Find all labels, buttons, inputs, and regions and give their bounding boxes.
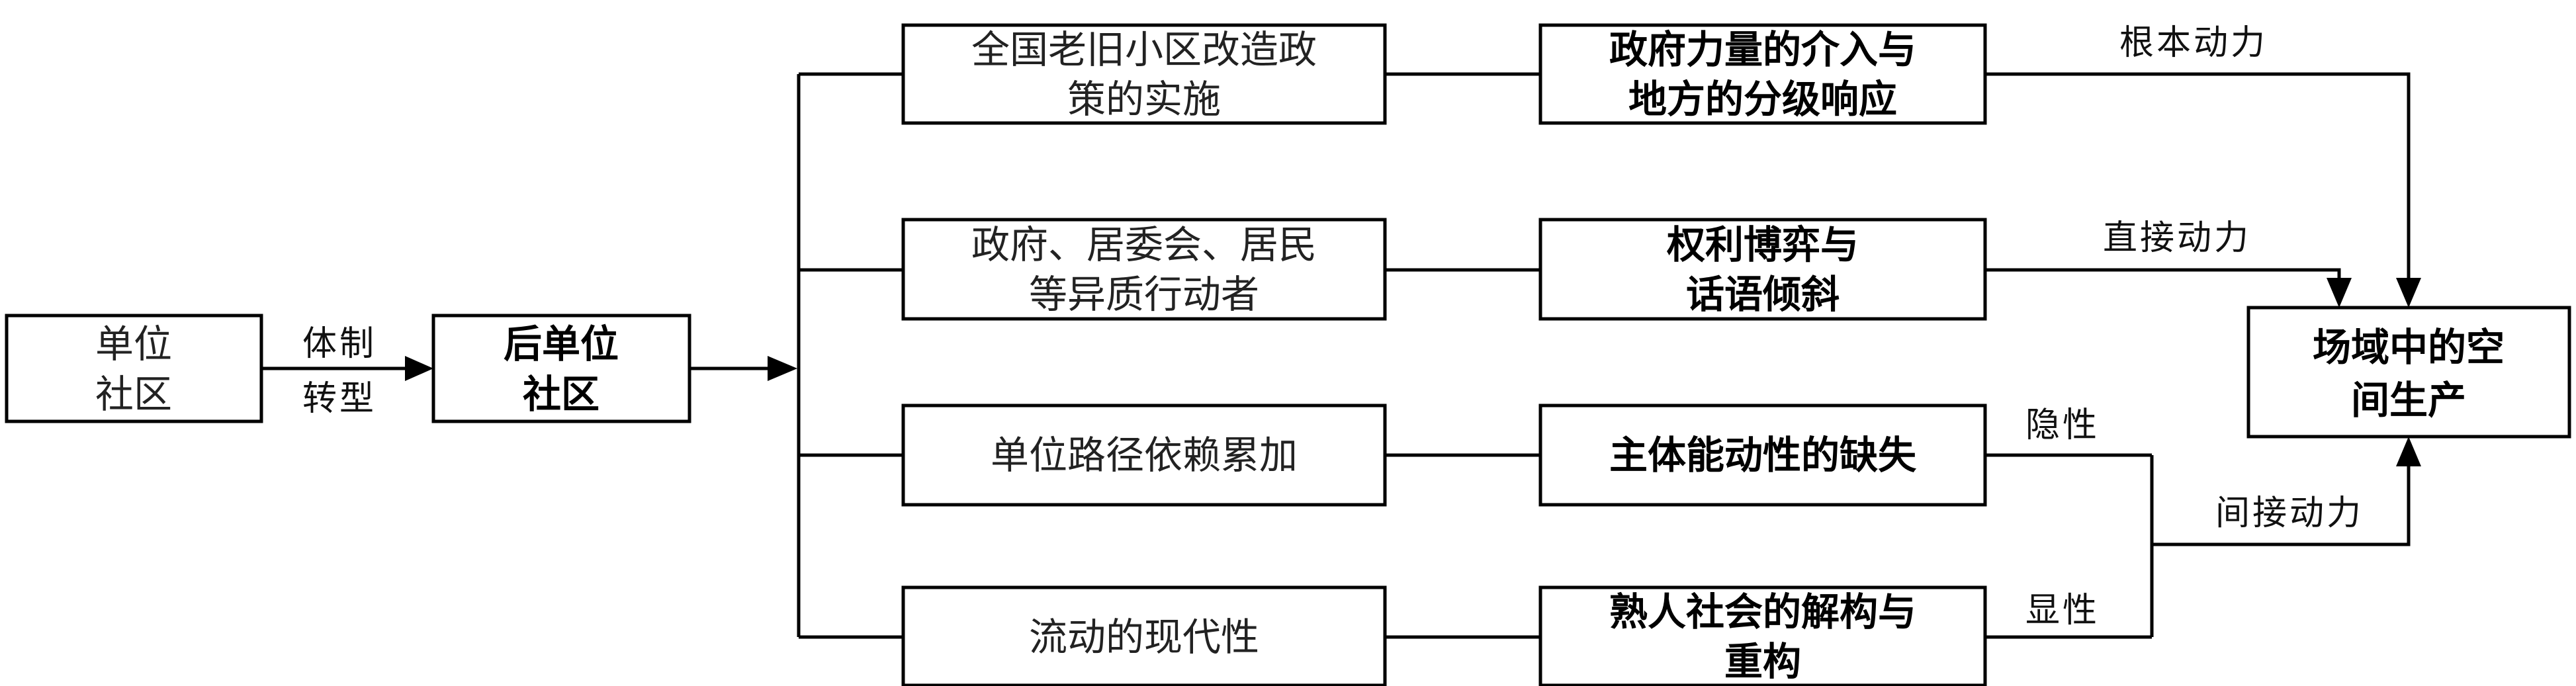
connector-indirect (2152, 466, 2411, 546)
label-implicit: 隐性 (2025, 406, 2100, 445)
node-path-dependence: 单位路径依赖累加 (901, 404, 1387, 507)
node-actors-line2: 等异质行动者 (1029, 272, 1259, 317)
label-explicit: 显性 (2025, 591, 2100, 630)
node-mobile-modernity-line1: 流动的现代性 (1029, 615, 1259, 660)
label-direct-driver: 直接动力 (2103, 218, 2251, 258)
node-gov-intervention: 政府力量的介入与 地方的分级响应 (1538, 23, 1987, 125)
node-acquaintance: 熟人社会的解构与 重构 (1538, 585, 1987, 686)
connector-fundamental (1985, 72, 2411, 278)
node-path-dependence-line1: 单位路径依赖累加 (991, 433, 1298, 478)
node-post-unit-community-line2: 社区 (523, 372, 600, 417)
connectors (261, 72, 2421, 639)
label-indirect-driver: 间接动力 (2215, 493, 2364, 533)
node-policy-line2: 策的实施 (1067, 77, 1221, 122)
node-policy-line1: 全国老旧小区改造政 (971, 27, 1317, 72)
node-power-game: 权利博弈与 话语倾斜 (1538, 218, 1987, 321)
node-acquaintance-line2: 重构 (1724, 639, 1801, 684)
label-transition-line1: 体制 (302, 324, 377, 364)
node-actors-line1: 政府、居委会、居民 (971, 222, 1317, 267)
node-power-game-line1: 权利博弈与 (1666, 222, 1859, 267)
node-unit-community-line2: 社区 (95, 372, 172, 417)
node-mobile-modernity: 流动的现代性 (901, 585, 1387, 686)
node-agency-lack-line1: 主体能动性的缺失 (1609, 433, 1917, 478)
node-policy: 全国老旧小区改造政 策的实施 (901, 23, 1387, 125)
node-space-production-line1: 场域中的空 (2313, 325, 2505, 370)
node-post-unit-community-line1: 后单位 (504, 322, 619, 366)
arrowhead-to-branch (768, 356, 797, 381)
node-acquaintance-line1: 熟人社会的解构与 (1609, 589, 1916, 634)
node-gov-intervention-line2: 地方的分级响应 (1628, 77, 1897, 122)
label-transition-line2: 转型 (302, 379, 377, 419)
node-gov-intervention-line1: 政府力量的介入与 (1609, 27, 1916, 72)
edge-labels: 体制 转型 根本动力 直接动力 隐性 显性 间接动力 (302, 23, 2364, 630)
node-agency-lack: 主体能动性的缺失 (1538, 404, 1987, 507)
node-power-game-line2: 话语倾斜 (1686, 272, 1840, 317)
connector-direct (1985, 268, 2341, 278)
arrowhead-indirect (2396, 437, 2421, 466)
node-unit-community-line1: 单位 (95, 322, 172, 366)
arrowhead-direct (2327, 278, 2352, 308)
node-post-unit-community: 后单位 社区 (431, 314, 691, 423)
arrowhead-transition (405, 356, 433, 381)
node-space-production: 场域中的空 间生产 (2246, 306, 2571, 439)
node-actors: 政府、居委会、居民 等异质行动者 (901, 218, 1387, 321)
node-space-production-line2: 间生产 (2351, 378, 2466, 423)
arrowhead-fundamental (2396, 278, 2421, 308)
node-unit-community: 单位 社区 (5, 314, 263, 423)
label-fundamental-driver: 根本动力 (2119, 23, 2268, 63)
